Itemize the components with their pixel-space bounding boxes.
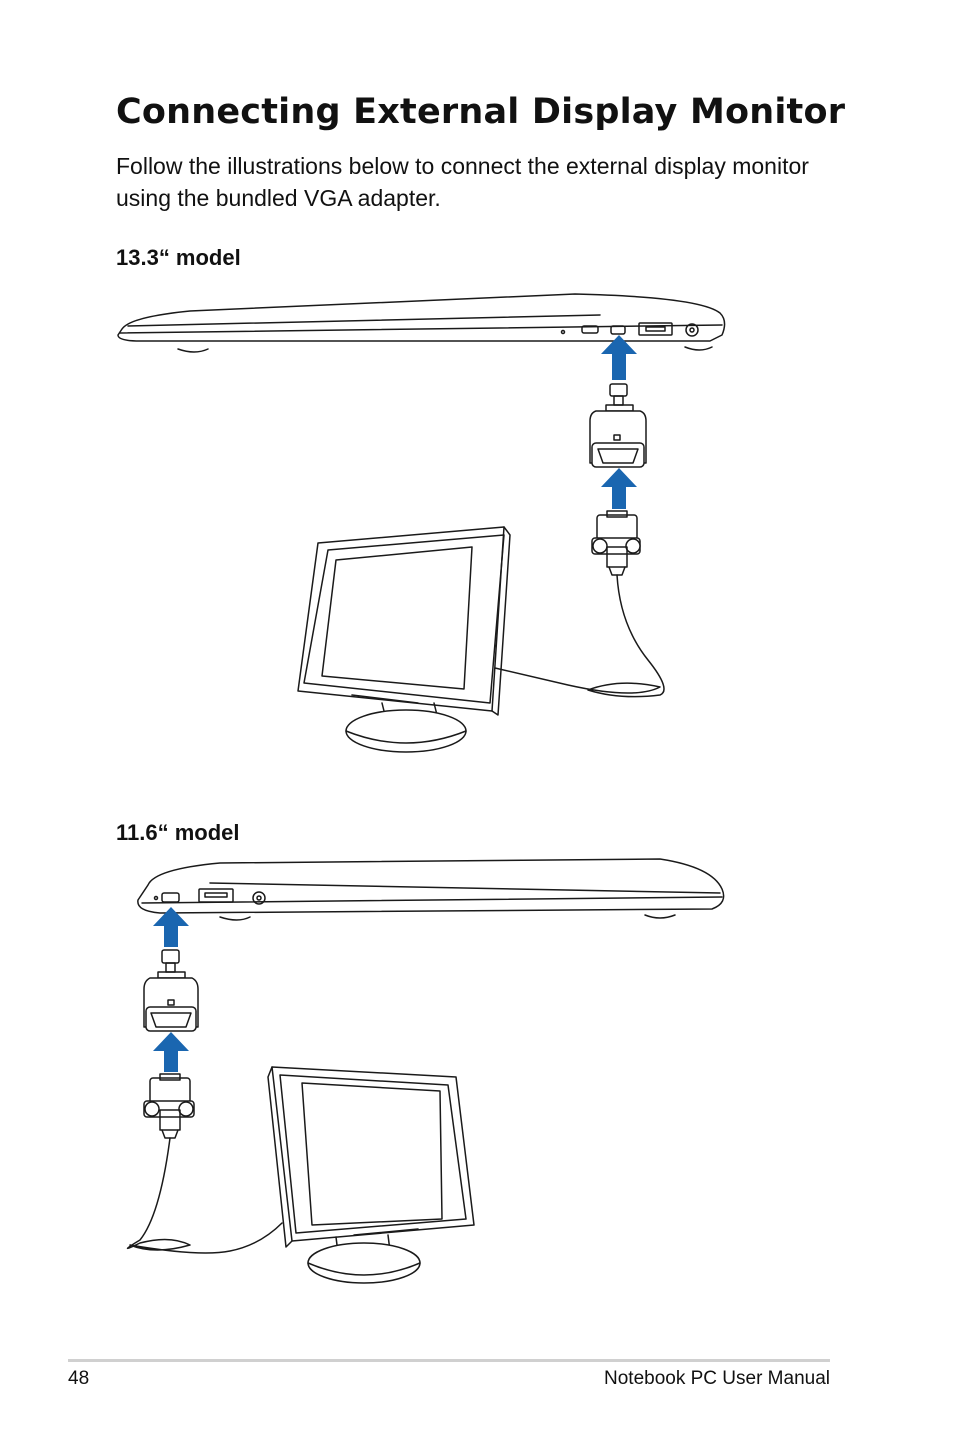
up-arrow-icons-13-3	[601, 335, 637, 509]
connection-diagram-13-3	[117, 293, 726, 753]
monitor-11-6	[267, 1066, 475, 1284]
up-arrow-icons-11-6	[153, 907, 189, 1072]
mini-displayport-plug-13-3	[605, 383, 634, 412]
vga-plug-13-3	[591, 510, 641, 576]
page-title: Connecting External Display Monitor	[116, 92, 846, 132]
intro-paragraph: Follow the illustrations below to connec…	[116, 153, 809, 211]
connection-diagram-11-6	[126, 858, 725, 1284]
vga-adapter-13-3	[589, 410, 647, 468]
laptop-side-view-11-6	[137, 858, 725, 921]
manual-name: Notebook PC User Manual	[604, 1368, 830, 1389]
illustration-11-6-model	[100, 855, 750, 1305]
section-label-11-6-model: 11.6“ model	[116, 820, 240, 845]
monitor-13-3	[297, 526, 511, 753]
vga-adapter-11-6	[143, 977, 199, 1032]
section-label-13-3-model: 13.3“ model	[116, 245, 241, 270]
page-number: 48	[68, 1368, 90, 1389]
footer-divider	[68, 1359, 830, 1362]
vga-plug-11-6	[143, 1073, 195, 1139]
laptop-side-view-13-3	[117, 293, 726, 353]
mini-displayport-plug-11-6	[157, 949, 186, 979]
illustration-13-3-model	[100, 285, 750, 765]
